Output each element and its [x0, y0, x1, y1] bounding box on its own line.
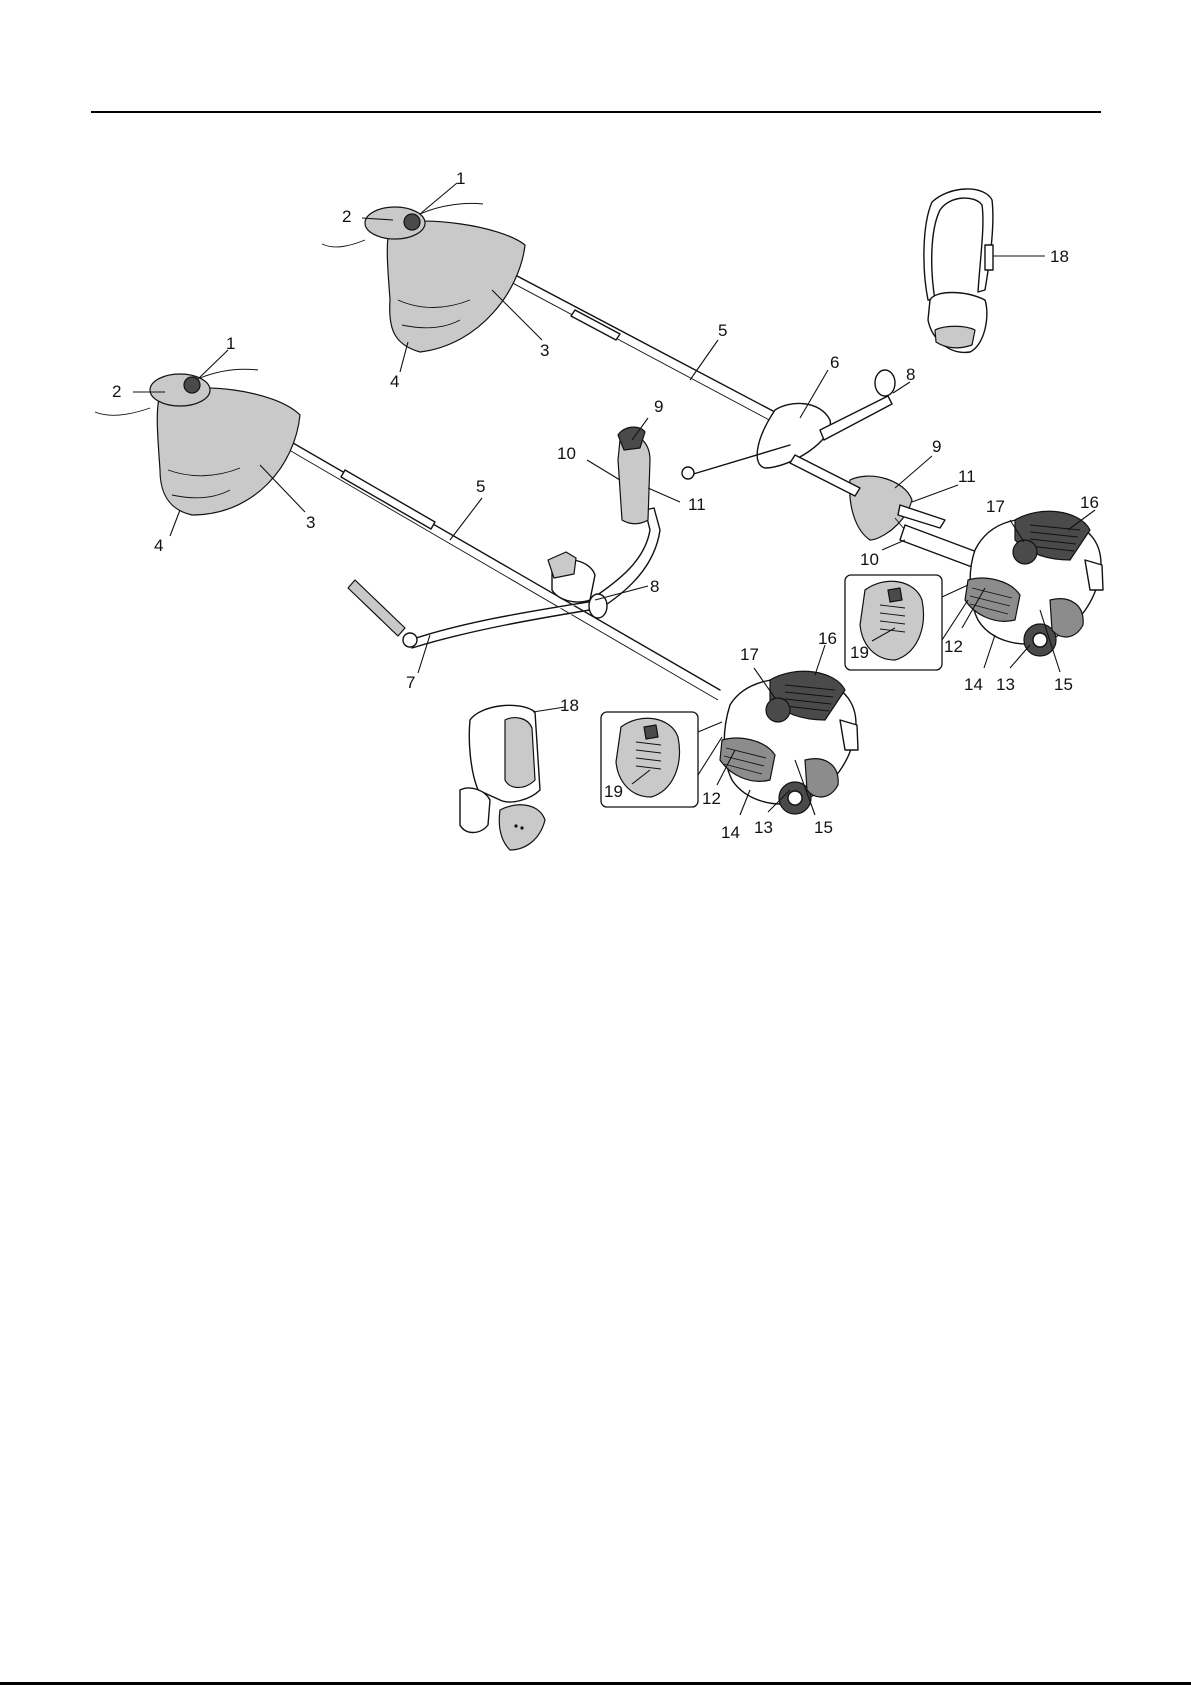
shaft-band-b [341, 470, 435, 529]
callout-a-16: 16 [1080, 493, 1099, 512]
callout-b-15: 15 [814, 818, 833, 837]
callout-b-13: 13 [754, 818, 773, 837]
cutting-line-b1 [95, 408, 150, 415]
shoulder-strap-a [924, 189, 993, 352]
callout-a-5: 5 [718, 321, 727, 340]
left-grip-b [348, 580, 405, 636]
cutting-line-a2 [420, 203, 483, 214]
trimmer-head-b [150, 374, 210, 406]
callout-a-10: 10 [860, 550, 879, 569]
engine-a [965, 511, 1103, 656]
callout-a-19: 19 [850, 643, 869, 662]
callout-a-14: 14 [964, 675, 983, 694]
callout-b-7: 7 [406, 673, 415, 692]
head-bolt-a [404, 214, 420, 230]
bike-handle-b [348, 427, 660, 648]
callout-b-9: 9 [654, 397, 663, 416]
callout-b-11: 11 [688, 495, 706, 514]
handle-knob-b [548, 552, 576, 578]
callout-b-18: 18 [560, 696, 579, 715]
callout-b-12: 12 [702, 789, 721, 808]
callout-a-11: 11 [958, 467, 976, 486]
callout-a-17: 17 [986, 497, 1005, 516]
shaft-band-a [571, 310, 620, 340]
primer-a [1013, 540, 1037, 564]
callout-a-1: 1 [456, 169, 465, 188]
callout-b-5: 5 [476, 477, 485, 496]
callout-a-18: 18 [1050, 247, 1069, 266]
callout-a-4: 4 [390, 372, 399, 391]
callout-a-2: 2 [342, 207, 351, 226]
callout-a-8: 8 [906, 365, 915, 384]
hanger-ring-a [875, 370, 895, 396]
callout-b-2: 2 [112, 382, 121, 401]
model-a-illustration [322, 189, 1103, 670]
cutting-line-a1 [322, 240, 365, 247]
callout-b-3: 3 [306, 513, 315, 532]
callout-b-8: 8 [650, 577, 659, 596]
callout-b-1: 1 [226, 334, 235, 353]
primer-b [766, 698, 790, 722]
callout-b-16: 16 [818, 629, 837, 648]
callout-a-13: 13 [996, 675, 1015, 694]
callout-b-4: 4 [154, 536, 163, 555]
guard-a [387, 221, 525, 352]
callout-a-6: 6 [830, 353, 839, 372]
callout-b-17: 17 [740, 645, 759, 664]
callout-a-15: 15 [1054, 675, 1073, 694]
callout-a-12: 12 [944, 637, 963, 656]
callout-a-3: 3 [540, 341, 549, 360]
callout-a-9: 9 [932, 437, 941, 456]
model-b-illustration [95, 369, 858, 850]
cutting-line-b2 [200, 369, 258, 378]
handle-bar-left-b [410, 600, 600, 640]
shoulder-harness-b [460, 705, 545, 850]
engine-b [720, 671, 858, 814]
callout-b-10: 10 [557, 444, 576, 463]
callout-b-14: 14 [721, 823, 740, 842]
callout-b-19: 19 [604, 782, 623, 801]
